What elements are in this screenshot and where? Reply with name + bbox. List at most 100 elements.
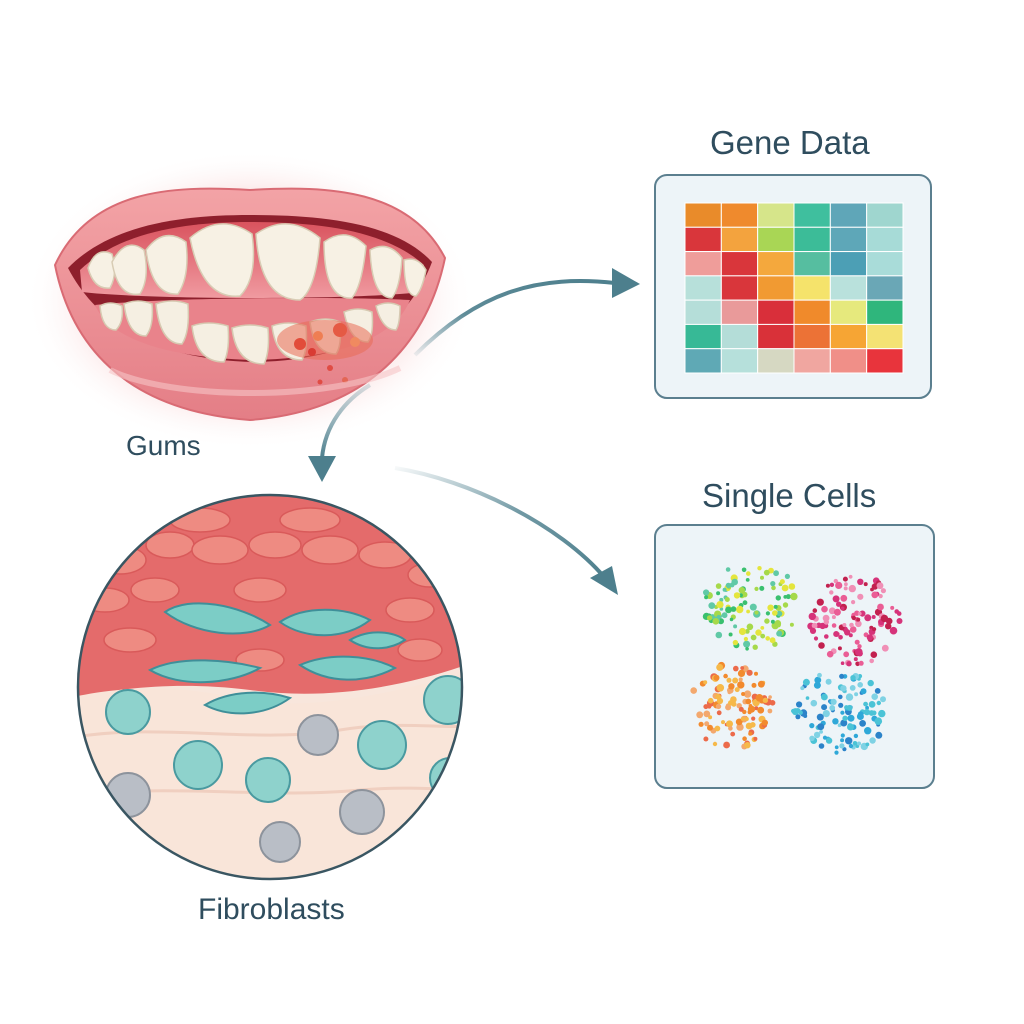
cluster-point — [796, 701, 803, 708]
heatmap-cell — [866, 348, 904, 374]
cluster-point — [864, 727, 872, 735]
cluster-point — [716, 697, 724, 705]
heatmap-cell — [684, 299, 722, 325]
cluster-point — [816, 598, 824, 606]
cluster-point — [816, 622, 822, 629]
cluster-point — [736, 723, 744, 731]
cluster-point — [707, 697, 714, 704]
heatmap-cell — [793, 323, 831, 350]
cluster-point — [800, 686, 805, 691]
cluster-point — [896, 618, 903, 624]
cluster-point — [840, 594, 848, 602]
cluster-point — [690, 687, 697, 694]
inflamed-gum-patch — [277, 320, 373, 385]
cluster-point — [872, 627, 877, 632]
cluster-point — [868, 701, 876, 708]
cluster-point — [840, 733, 845, 738]
cluster-point — [735, 718, 743, 726]
gums-label: Gums — [126, 430, 201, 461]
cluster-point — [741, 567, 747, 573]
single-cells-label: Single Cells — [702, 477, 877, 514]
cluster-point — [838, 702, 844, 708]
cluster-point — [716, 684, 725, 692]
cluster-point — [746, 609, 750, 614]
cluster-point — [881, 644, 889, 652]
cluster-point — [858, 660, 864, 666]
cluster-point — [817, 723, 825, 731]
cluster-point — [857, 644, 862, 649]
cluster-point — [733, 665, 739, 672]
cluster-point — [825, 737, 833, 744]
cluster-point — [759, 585, 765, 591]
cluster-point — [748, 731, 753, 736]
cluster-point — [716, 663, 724, 671]
heatmap-cell — [829, 202, 868, 228]
cluster-point — [840, 710, 845, 715]
cluster-point — [832, 595, 840, 603]
cluster-point — [715, 631, 723, 639]
cluster-point — [722, 587, 727, 592]
cluster-point — [880, 696, 886, 703]
cluster-point — [840, 685, 847, 692]
cluster-point — [714, 725, 721, 732]
heatmap-cell — [866, 299, 904, 325]
cluster-point — [831, 623, 837, 628]
cluster-point — [764, 618, 770, 624]
cluster-point — [725, 582, 732, 589]
cluster-point — [746, 571, 751, 576]
cluster-point — [878, 594, 883, 599]
cluster-point — [848, 584, 856, 593]
cluster-point — [848, 633, 853, 638]
heatmap-cell — [866, 226, 904, 253]
cluster-point — [869, 658, 874, 664]
cluster-point — [774, 620, 782, 627]
heatmap-cell — [757, 275, 795, 301]
cluster-point — [875, 731, 883, 739]
cluster-point — [890, 605, 895, 610]
cluster-point — [805, 696, 810, 700]
cluster-point — [829, 582, 835, 587]
heatmap-cell — [793, 226, 831, 253]
cluster-point — [703, 710, 711, 718]
cluster-point — [716, 710, 722, 716]
cluster-point — [776, 610, 782, 616]
cluster-point — [867, 679, 874, 687]
cluster-point — [880, 588, 887, 594]
cluster-point — [849, 622, 854, 628]
cluster-point — [812, 608, 818, 613]
cluster-point — [840, 661, 845, 665]
cluster-point — [773, 604, 778, 609]
cluster-point — [822, 710, 830, 718]
cluster-point — [842, 623, 847, 627]
cluster-point — [754, 586, 759, 592]
cluster-point — [788, 583, 796, 590]
cluster-point — [855, 620, 862, 628]
arrow-to-single-cells — [394, 466, 618, 595]
heatmap-cell — [829, 323, 868, 350]
cluster-point — [813, 636, 819, 641]
cluster-point — [742, 736, 747, 741]
cluster-point — [834, 745, 839, 750]
cluster-point — [851, 600, 856, 605]
cluster-point — [721, 720, 725, 725]
cluster-point — [719, 597, 724, 602]
cluster-point — [732, 639, 739, 646]
cluster-point — [784, 573, 791, 580]
gene-data-panel — [654, 174, 932, 399]
cluster-point — [730, 696, 737, 703]
cluster-point — [853, 657, 858, 662]
cluster-point — [852, 741, 858, 746]
cluster-point — [732, 677, 739, 684]
cluster-point — [728, 632, 733, 637]
fibroblasts-label: Fibroblasts — [198, 893, 345, 926]
cluster-point — [871, 591, 879, 599]
heatmap-cell — [684, 202, 722, 228]
cluster-point — [740, 717, 745, 721]
heatmap-cell — [829, 251, 868, 277]
cluster-point — [743, 690, 752, 698]
cluster-point — [757, 566, 762, 571]
mouth-illustration — [25, 150, 475, 450]
cluster-point — [864, 614, 872, 622]
cluster-point — [857, 593, 864, 600]
